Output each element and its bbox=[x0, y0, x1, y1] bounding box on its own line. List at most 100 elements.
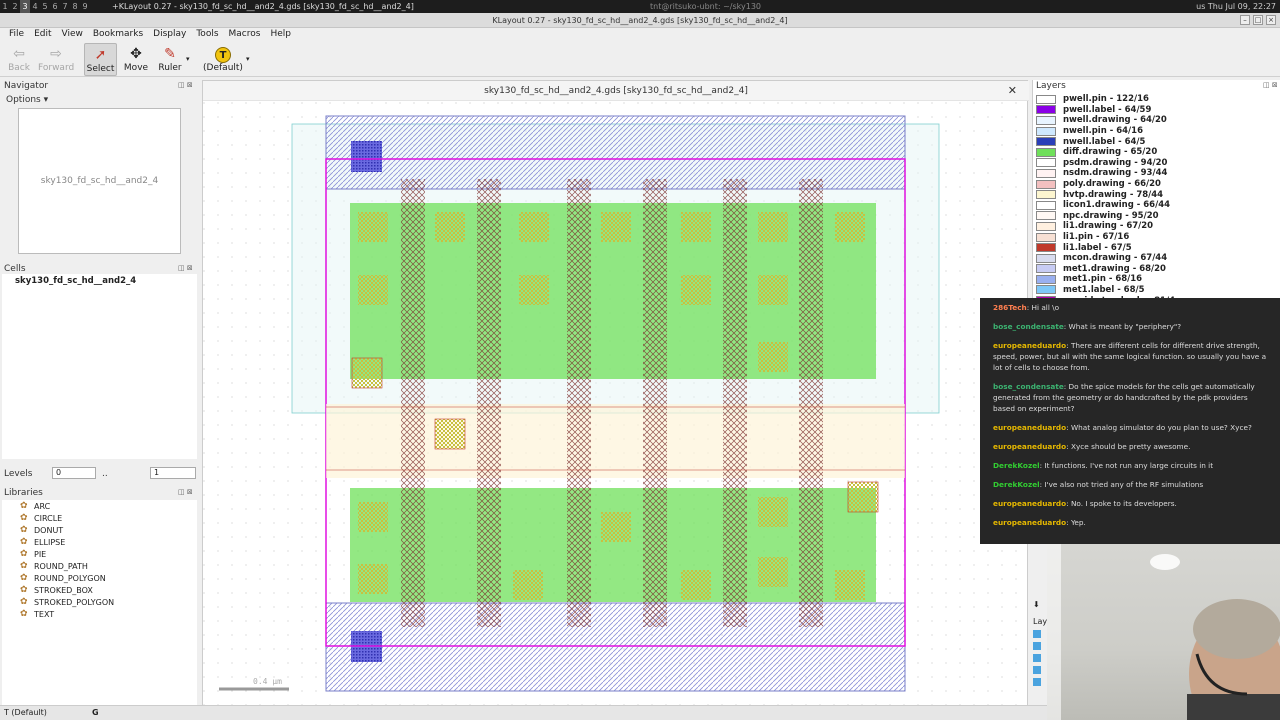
licon-contact bbox=[681, 275, 711, 305]
cells-tree[interactable]: sky130_fd_sc_hd__and2_4 bbox=[2, 274, 197, 459]
layer-row[interactable]: diff.drawing - 65/20 bbox=[1033, 147, 1277, 158]
library-item[interactable]: ✿TEXT bbox=[2, 608, 197, 620]
workspace-8[interactable]: 8 bbox=[72, 2, 78, 11]
navigator-preview[interactable]: sky130_fd_sc_hd__and2_4 bbox=[18, 108, 181, 254]
layer-row[interactable]: psdm.drawing - 94/20 bbox=[1033, 158, 1277, 169]
layer-row[interactable]: pwell.pin - 122/16 bbox=[1033, 94, 1277, 105]
close-icon[interactable]: ✕ bbox=[1007, 84, 1017, 97]
chat-message: europeaneduardo: Xyce should be pretty a… bbox=[993, 441, 1270, 452]
close-icon[interactable]: × bbox=[1266, 15, 1276, 25]
layer-row[interactable]: li1.drawing - 67/20 bbox=[1033, 221, 1277, 232]
layer-swatch bbox=[1036, 253, 1056, 263]
ruler-tool-button[interactable]: ✎ Ruler bbox=[156, 45, 184, 73]
back-button[interactable]: ⇦ Back bbox=[6, 45, 32, 73]
layer-name: nwell.pin - 64/16 bbox=[1063, 126, 1143, 137]
menu-view[interactable]: View bbox=[61, 29, 83, 39]
workspace-5[interactable]: 5 bbox=[42, 2, 48, 11]
menu-bar: File Edit View Bookmarks Display Tools Macros H… bbox=[0, 28, 1280, 40]
select-tool-button[interactable]: ➚ Select bbox=[84, 43, 117, 76]
layer-row[interactable]: mcon.drawing - 67/44 bbox=[1033, 253, 1277, 264]
layer-row[interactable]: poly.drawing - 66/20 bbox=[1033, 179, 1277, 190]
library-item[interactable]: ✿CIRCLE bbox=[2, 512, 197, 524]
layer-row[interactable]: pwell.label - 64/59 bbox=[1033, 105, 1277, 116]
menu-help[interactable]: Help bbox=[270, 29, 291, 39]
chat-text: : I've also not tried any of the RF simu… bbox=[1039, 480, 1204, 489]
layer-swatch bbox=[1036, 264, 1056, 274]
layer-row[interactable]: nsdm.drawing - 93/44 bbox=[1033, 168, 1277, 179]
workspace-4[interactable]: 4 bbox=[32, 2, 38, 11]
layout-view[interactable]: 0.4 µm bbox=[203, 102, 1029, 706]
library-item-label: ROUND_POLYGON bbox=[34, 573, 106, 583]
minimize-icon[interactable]: – bbox=[1240, 15, 1250, 25]
workspace-2[interactable]: 2 bbox=[12, 2, 18, 11]
layer-row[interactable]: li1.label - 67/5 bbox=[1033, 242, 1277, 253]
library-item[interactable]: ✿ARC bbox=[2, 500, 197, 512]
layer-swatch bbox=[1036, 137, 1056, 147]
text-tool-button[interactable]: T (Default) bbox=[203, 45, 243, 73]
workspace-9[interactable]: 9 bbox=[82, 2, 88, 11]
menu-bookmarks[interactable]: Bookmarks bbox=[92, 29, 144, 39]
menu-edit[interactable]: Edit bbox=[34, 29, 52, 39]
layout-canvas-panel: sky130_fd_sc_hd__and2_4.gds [sky130_fd_s… bbox=[202, 80, 1029, 706]
levels-min-input[interactable]: 0 bbox=[52, 467, 96, 479]
poly-gate bbox=[401, 179, 425, 627]
menu-tools[interactable]: Tools bbox=[196, 29, 219, 39]
workspace-7[interactable]: 7 bbox=[62, 2, 68, 11]
library-item[interactable]: ✿STROKED_POLYGON bbox=[2, 596, 197, 608]
navigator-options[interactable]: Options ▾ bbox=[6, 95, 49, 105]
layer-row[interactable]: met1.label - 68/5 bbox=[1033, 285, 1277, 296]
scroll-down-icon[interactable]: ⬇ bbox=[1033, 600, 1040, 609]
move-tool-button[interactable]: ✥ Move bbox=[123, 46, 149, 73]
library-item[interactable]: ✿ELLIPSE bbox=[2, 536, 197, 548]
licon-contact bbox=[513, 570, 543, 600]
layer-row[interactable]: hvtp.drawing - 78/44 bbox=[1033, 189, 1277, 200]
layer-row[interactable]: licon1.drawing - 66/44 bbox=[1033, 200, 1277, 211]
chat-text: : Do the spice models for the cells get … bbox=[993, 382, 1255, 413]
layer-swatch bbox=[1036, 211, 1056, 221]
levels-max-input[interactable]: 1 bbox=[150, 467, 196, 479]
library-item[interactable]: ✿ROUND_PATH bbox=[2, 560, 197, 572]
text-dropdown-icon[interactable]: ▾ bbox=[246, 55, 250, 63]
chat-username: europeaneduardo bbox=[993, 341, 1067, 350]
menu-macros[interactable]: Macros bbox=[228, 29, 261, 39]
canvas-tab-title[interactable]: sky130_fd_sc_hd__and2_4.gds [sky130_fd_s… bbox=[203, 81, 1029, 101]
maximize-icon[interactable]: □ bbox=[1253, 15, 1263, 25]
layer-row[interactable]: nwell.pin - 64/16 bbox=[1033, 126, 1277, 137]
navigator-panel-buttons[interactable]: ◫ ⊠ bbox=[178, 81, 193, 89]
layers-panel-buttons[interactable]: ◫ ⊠ bbox=[1263, 81, 1278, 89]
library-item[interactable]: ✿DONUT bbox=[2, 524, 197, 536]
menu-file[interactable]: File bbox=[9, 29, 25, 39]
layer-row[interactable]: met1.drawing - 68/20 bbox=[1033, 264, 1277, 275]
nmos-diffusion bbox=[350, 488, 876, 602]
terminal-window-title[interactable]: tnt@ritsuko-ubnt: ~/sky130 bbox=[650, 2, 762, 11]
chat-text: : There are different cells for differen… bbox=[993, 341, 1267, 372]
cells-panel-buttons[interactable]: ◫ ⊠ bbox=[178, 264, 193, 272]
layer-row[interactable]: nwell.drawing - 64/20 bbox=[1033, 115, 1277, 126]
layer-row[interactable]: met1.pin - 68/16 bbox=[1033, 274, 1277, 285]
libraries-panel-buttons[interactable]: ◫ ⊠ bbox=[178, 488, 193, 496]
library-item-label: PIE bbox=[34, 549, 47, 559]
workspace-6[interactable]: 6 bbox=[52, 2, 58, 11]
library-item[interactable]: ✿PIE bbox=[2, 548, 197, 560]
active-window-title[interactable]: +KLayout 0.27 - sky130_fd_sc_hd__and2_4.… bbox=[112, 2, 414, 11]
layer-row[interactable]: nwell.label - 64/5 bbox=[1033, 136, 1277, 147]
forward-button[interactable]: ⇨ Forward bbox=[38, 46, 75, 73]
library-item[interactable]: ✿ROUND_POLYGON bbox=[2, 572, 197, 584]
cells-title: Cells bbox=[4, 264, 26, 274]
pin-contact bbox=[847, 481, 879, 513]
layer-swatch bbox=[1036, 168, 1056, 178]
ruler-dropdown-icon[interactable]: ▾ bbox=[186, 55, 190, 63]
workspace-3[interactable]: 3 bbox=[20, 0, 30, 13]
arrow-left-icon: ⇦ bbox=[13, 46, 25, 62]
layer-row[interactable]: li1.pin - 67/16 bbox=[1033, 232, 1277, 243]
workspace-1[interactable]: 1 bbox=[2, 2, 8, 11]
menu-display[interactable]: Display bbox=[153, 29, 187, 39]
cell-item[interactable]: sky130_fd_sc_hd__and2_4 bbox=[15, 276, 137, 286]
layer-name: li1.drawing - 67/20 bbox=[1063, 221, 1154, 232]
library-item[interactable]: ✿STROKED_BOX bbox=[2, 584, 197, 596]
layer-name: li1.pin - 67/16 bbox=[1063, 232, 1130, 243]
layer-row[interactable]: npc.drawing - 95/20 bbox=[1033, 211, 1277, 222]
